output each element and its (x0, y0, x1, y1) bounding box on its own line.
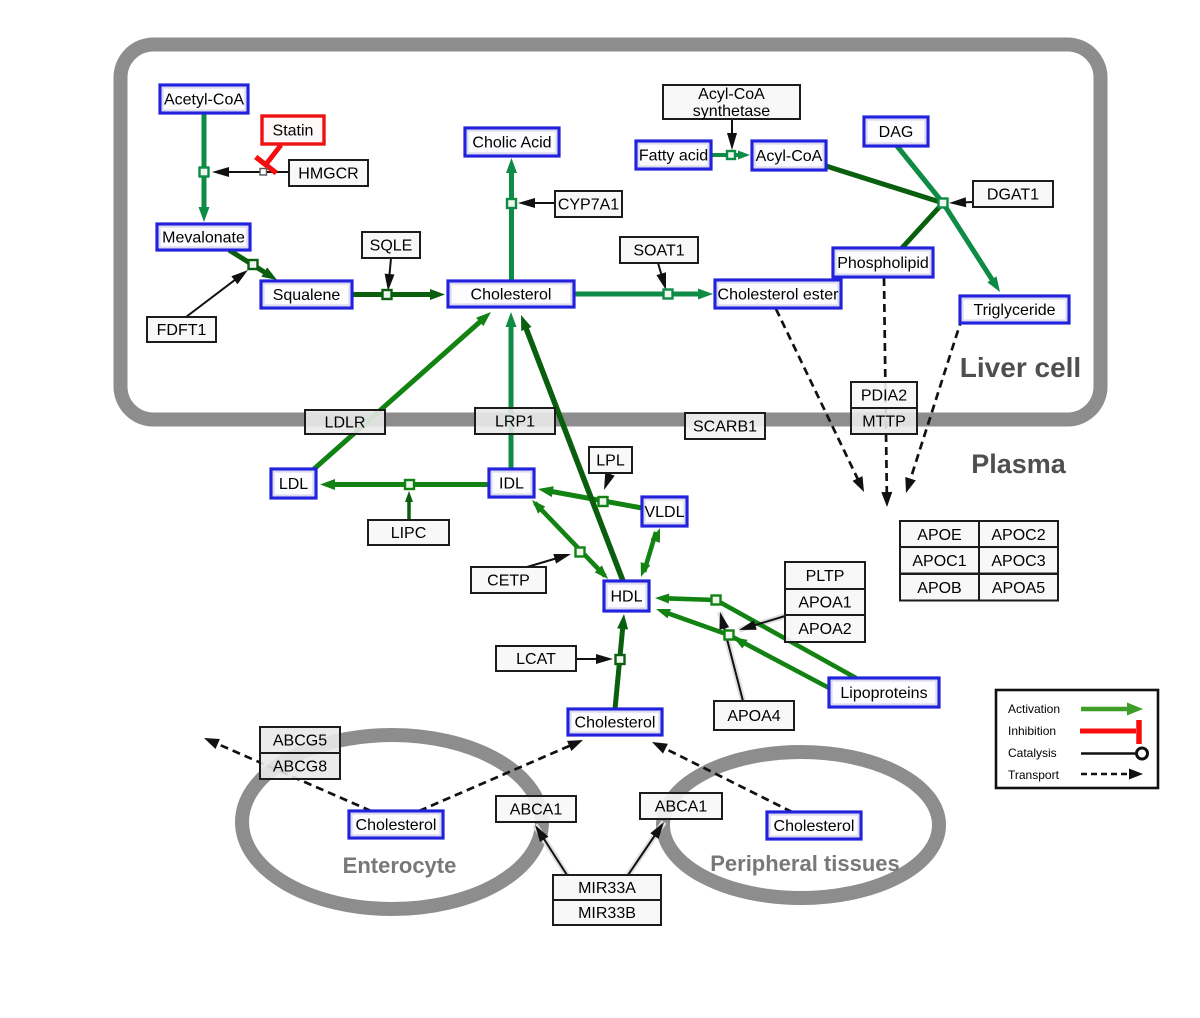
svg-text:Peripheral tissues: Peripheral tissues (710, 851, 900, 876)
svg-text:Phospholipid: Phospholipid (837, 255, 929, 272)
svg-text:CYP7A1: CYP7A1 (558, 197, 619, 214)
svg-text:Squalene: Squalene (273, 287, 341, 304)
svg-text:Cholesterol: Cholesterol (575, 715, 656, 732)
svg-text:SOAT1: SOAT1 (633, 243, 684, 260)
svg-text:Transport: Transport (1008, 768, 1060, 782)
svg-text:ABCG8: ABCG8 (273, 759, 327, 776)
svg-text:DGAT1: DGAT1 (987, 187, 1039, 204)
svg-text:LCAT: LCAT (516, 651, 556, 668)
svg-text:HDL: HDL (610, 589, 642, 606)
svg-text:Triglyceride: Triglyceride (973, 302, 1055, 319)
svg-text:APOB: APOB (917, 580, 961, 597)
svg-text:ABCA1: ABCA1 (655, 799, 708, 816)
svg-text:synthetase: synthetase (693, 103, 770, 120)
svg-text:MIR33B: MIR33B (578, 905, 636, 922)
svg-text:ABCG5: ABCG5 (273, 733, 327, 750)
svg-text:Acyl-CoA: Acyl-CoA (698, 86, 765, 103)
svg-text:Acetyl-CoA: Acetyl-CoA (164, 92, 244, 109)
svg-text:SCARB1: SCARB1 (693, 419, 757, 436)
svg-text:Statin: Statin (273, 123, 314, 140)
svg-text:LRP1: LRP1 (495, 414, 535, 431)
svg-text:APOA2: APOA2 (798, 621, 851, 638)
svg-text:LPL: LPL (596, 453, 625, 470)
svg-text:Enterocyte: Enterocyte (343, 853, 457, 878)
svg-text:Inhibition: Inhibition (1008, 724, 1056, 738)
svg-text:Lipoproteins: Lipoproteins (840, 685, 927, 702)
svg-text:MIR33A: MIR33A (578, 880, 636, 897)
svg-text:APOC3: APOC3 (991, 553, 1045, 570)
svg-text:ABCA1: ABCA1 (510, 802, 563, 819)
svg-text:APOC1: APOC1 (912, 553, 966, 570)
svg-text:HMGCR: HMGCR (298, 166, 358, 183)
svg-text:Cholic Acid: Cholic Acid (472, 135, 551, 152)
svg-text:PDIA2: PDIA2 (861, 388, 907, 405)
svg-text:VLDL: VLDL (644, 504, 684, 521)
svg-text:APOC2: APOC2 (991, 527, 1045, 544)
svg-text:LIPC: LIPC (391, 525, 427, 542)
svg-text:PLTP: PLTP (806, 568, 845, 585)
svg-text:Plasma: Plasma (971, 449, 1067, 479)
svg-text:Acyl-CoA: Acyl-CoA (756, 148, 823, 165)
svg-text:SQLE: SQLE (370, 238, 413, 255)
svg-text:LDLR: LDLR (325, 415, 366, 432)
svg-text:Liver cell: Liver cell (960, 352, 1081, 383)
svg-text:MTTP: MTTP (862, 414, 906, 431)
svg-text:Mevalonate: Mevalonate (162, 230, 245, 247)
svg-text:APOE: APOE (917, 527, 961, 544)
svg-text:Cholesterol: Cholesterol (471, 287, 552, 304)
svg-text:FDFT1: FDFT1 (157, 322, 207, 339)
svg-text:CETP: CETP (487, 573, 530, 590)
svg-text:Catalysis: Catalysis (1008, 746, 1057, 760)
svg-text:Cholesterol: Cholesterol (774, 818, 855, 835)
svg-text:Cholesterol ester: Cholesterol ester (718, 287, 840, 304)
svg-text:APOA1: APOA1 (798, 595, 851, 612)
svg-text:Cholesterol: Cholesterol (356, 817, 437, 834)
svg-text:LDL: LDL (279, 476, 308, 493)
svg-text:Activation: Activation (1008, 702, 1060, 716)
svg-text:Fatty acid: Fatty acid (639, 148, 708, 165)
svg-text:DAG: DAG (879, 124, 914, 141)
svg-text:APOA5: APOA5 (992, 580, 1045, 597)
svg-text:APOA4: APOA4 (727, 708, 780, 725)
svg-text:IDL: IDL (499, 476, 524, 493)
